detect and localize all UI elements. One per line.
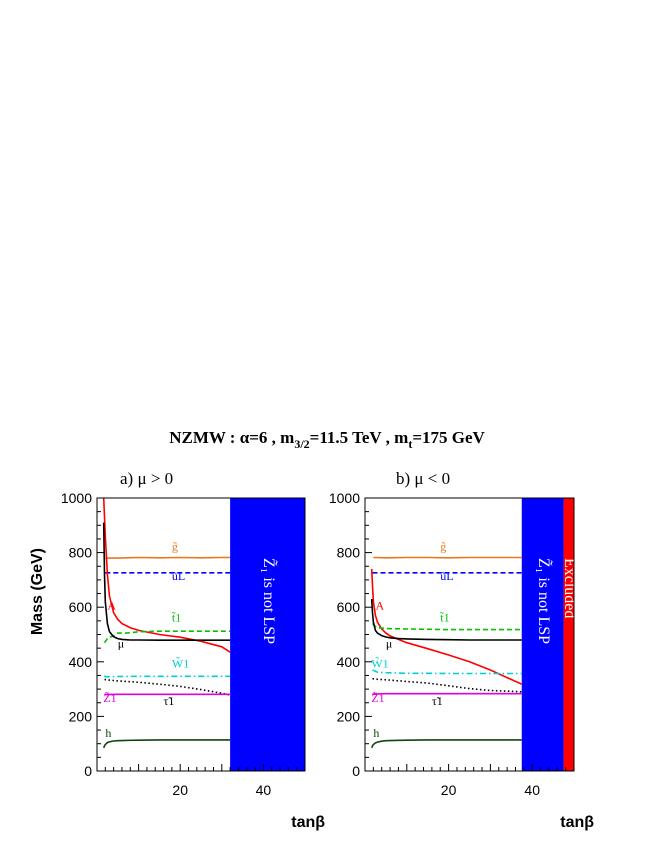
x-tick-label: 20 <box>441 782 457 798</box>
y-tick-label: 200 <box>337 708 361 724</box>
series-line-g <box>105 556 231 559</box>
series-label-h: h <box>105 726 111 740</box>
series-line-series <box>370 598 522 641</box>
region-label: Z̃₁ is not LSP <box>260 558 278 644</box>
y-tick-label: 800 <box>337 545 361 561</box>
y-tick-label: 400 <box>337 654 361 670</box>
series-label-w1: W̃1 <box>172 656 189 670</box>
series-line-a <box>102 497 231 653</box>
panel-title: a) μ > 0 <box>120 469 173 488</box>
excluded-region <box>230 498 305 771</box>
y-axis-label: Mass (GeV) <box>29 548 46 635</box>
series-line-w1 <box>372 669 522 675</box>
y-tick-label: 0 <box>352 763 360 779</box>
excluded-region <box>563 498 574 771</box>
series-label-t1: t̃1 <box>172 610 182 624</box>
series-label-z1: Z̃1 <box>103 691 116 705</box>
series-line-h <box>370 739 522 749</box>
panel-b: b) μ < 0 Z̃₁ is not LSP Excluded g̃ ũL At̃1 μW… <box>329 469 594 831</box>
x-tick-label: 40 <box>256 782 272 798</box>
series-label-w1: W̃1 <box>371 656 388 670</box>
series-label-t1: t̃1 <box>440 610 450 624</box>
y-tick-label: 0 <box>84 763 92 779</box>
y-tick-label: 400 <box>69 654 93 670</box>
region-label: Z̃₁ is not LSP <box>535 558 553 644</box>
series-label-ul: ũL <box>440 569 453 583</box>
series-label-h: h <box>373 726 379 740</box>
region-label: Excluded <box>561 558 578 618</box>
series-line-h <box>102 739 231 749</box>
series-label-1: τ̃1 <box>432 694 443 708</box>
figure-title: NZMW : α=6 , m3/2=11.5 TeV , mt=175 GeV <box>169 428 485 451</box>
series-line-1 <box>104 678 231 696</box>
y-tick-label: 600 <box>337 599 361 615</box>
series-label-1: τ̃1 <box>164 694 175 708</box>
series-label-a: A <box>107 598 116 612</box>
series-label-a: A <box>375 598 384 612</box>
x-tick-label: 40 <box>524 782 540 798</box>
panel-a: a) μ > 0 Z̃₁ is not LSP g̃ ũL At̃1 μW̃1 τ̃1 Z̃1… <box>29 469 325 831</box>
excluded-region <box>521 498 564 771</box>
x-axis-label: tanβ <box>291 814 325 831</box>
y-tick-label: 200 <box>69 708 93 724</box>
x-axis-label: tanβ <box>560 814 594 831</box>
x-tick-label: 20 <box>172 782 188 798</box>
series-label-g: g̃ <box>440 539 446 553</box>
y-tick-label: 800 <box>69 545 93 561</box>
series-label-series: μ <box>118 636 124 650</box>
series-label-g: g̃ <box>172 539 178 553</box>
series-line-z1 <box>104 693 231 696</box>
y-tick-label: 600 <box>69 599 93 615</box>
panel-title: b) μ < 0 <box>396 469 450 488</box>
series-line-1 <box>372 677 522 693</box>
series-label-z1: Z̃1 <box>371 691 384 705</box>
series-label-series: μ <box>386 636 392 650</box>
y-tick-label: 1000 <box>329 490 360 506</box>
series-line-series <box>102 522 231 642</box>
y-tick-label: 1000 <box>61 490 92 506</box>
series-line-a <box>370 568 523 685</box>
series-line-w1 <box>103 675 231 678</box>
series-line-t1 <box>371 623 522 631</box>
series-label-ul: ũL <box>172 569 185 583</box>
